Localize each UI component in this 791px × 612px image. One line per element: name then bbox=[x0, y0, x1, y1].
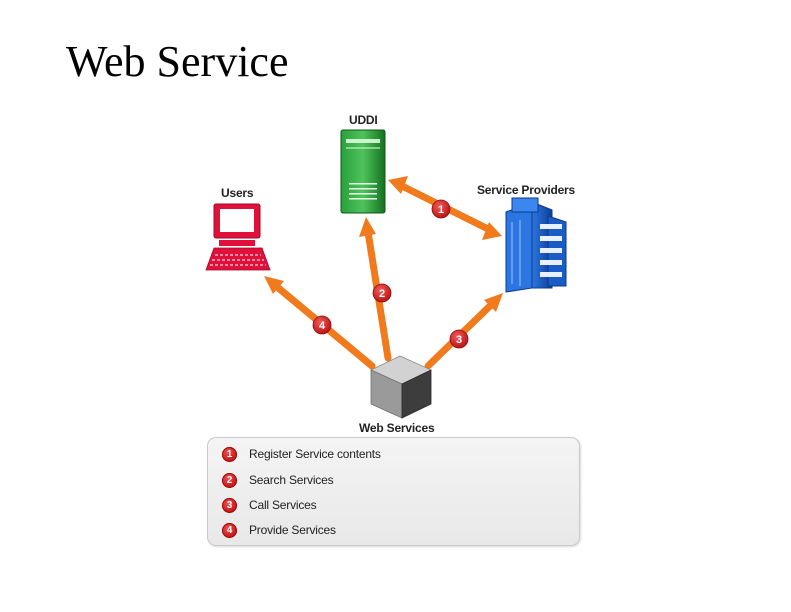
step-3-label: Call Services bbox=[249, 498, 317, 512]
svg-text:4: 4 bbox=[319, 320, 326, 332]
arrow-call bbox=[424, 293, 503, 370]
web-services-label: Web Services bbox=[359, 421, 435, 435]
badge-step-1: 1 bbox=[431, 199, 451, 219]
step-3-badge: 3 bbox=[222, 497, 237, 513]
legend-item-call: 3 Call Services bbox=[222, 496, 317, 514]
badge-step-4: 4 bbox=[312, 315, 332, 335]
step-2-label: Search Services bbox=[249, 473, 334, 487]
step-1-badge: 1 bbox=[222, 446, 237, 462]
uddi-label: UDDI bbox=[349, 113, 378, 127]
step-4-badge: 4 bbox=[222, 522, 237, 538]
legend-item-register: 1 Register Service contents bbox=[222, 445, 381, 463]
svg-text:3: 3 bbox=[456, 334, 462, 346]
step-2-badge: 2 bbox=[222, 472, 237, 488]
badge-step-2: 2 bbox=[372, 283, 392, 303]
users-computer-icon bbox=[205, 203, 271, 271]
uddi-server-icon bbox=[340, 129, 386, 214]
svg-text:1: 1 bbox=[438, 204, 444, 216]
steps-legend: 1 Register Service contents 2 Search Ser… bbox=[207, 437, 580, 546]
badge-step-3: 3 bbox=[449, 329, 469, 349]
slide-title: Web Service bbox=[66, 37, 289, 86]
service-provider-building-icon bbox=[505, 197, 567, 293]
web-services-cube-icon bbox=[370, 355, 432, 419]
legend-item-provide: 4 Provide Services bbox=[222, 521, 336, 539]
legend-item-search: 2 Search Services bbox=[222, 471, 334, 489]
service-providers-label: Service Providers bbox=[477, 183, 575, 197]
users-label: Users bbox=[221, 186, 254, 200]
svg-text:2: 2 bbox=[379, 288, 385, 300]
step-1-label: Register Service contents bbox=[249, 447, 381, 461]
step-4-label: Provide Services bbox=[249, 523, 336, 537]
